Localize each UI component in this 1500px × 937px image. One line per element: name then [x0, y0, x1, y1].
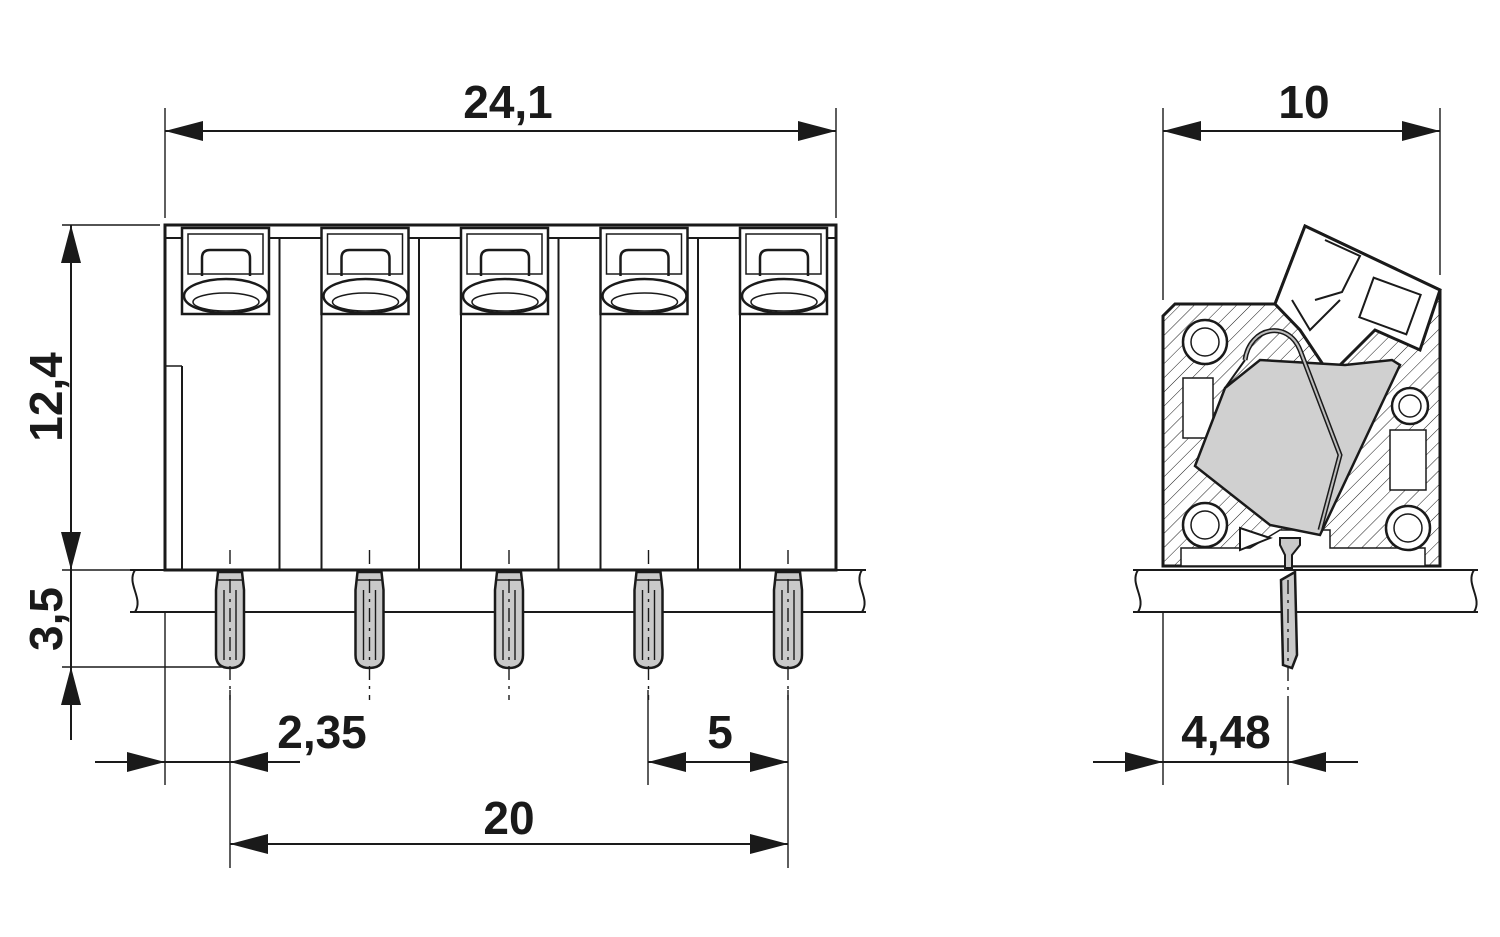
wire-entry-hole — [740, 277, 828, 315]
front-pole — [180, 226, 271, 316]
front-pin — [633, 550, 664, 700]
dimension-side-pin-offset: 4,48 — [1093, 706, 1358, 772]
front-view: 24,1 12,4 3,5 2,35 5 — [20, 76, 866, 868]
side-actuator — [1273, 223, 1442, 378]
side-view: 10 4,48 — [1093, 76, 1478, 785]
push-button-icon — [479, 248, 531, 276]
dimension-first-pin-offset: 2,35 — [95, 706, 367, 772]
wire-entry-hole — [601, 277, 688, 315]
front-pole — [278, 226, 410, 570]
dimension-pin-length: 3,5 — [20, 570, 81, 740]
push-button-icon — [340, 248, 391, 276]
front-pole — [418, 226, 550, 570]
side-contact — [1193, 328, 1402, 537]
wire-entry-hole — [182, 277, 270, 315]
pin-span-label: 20 — [483, 792, 534, 844]
dimension-pin-span: 20 — [230, 792, 788, 854]
front-pin — [214, 550, 246, 700]
front-pins — [214, 550, 804, 700]
front-width-label: 24,1 — [463, 76, 553, 128]
dimension-side-depth: 10 — [1163, 76, 1440, 141]
dimension-pitch: 5 — [648, 706, 788, 772]
front-pin — [772, 550, 804, 700]
side-pcb — [1133, 569, 1478, 613]
side-holes — [1181, 318, 1432, 552]
front-height-label: 12,4 — [20, 352, 72, 442]
side-pin-offset-label: 4,48 — [1181, 706, 1271, 758]
dimension-front-height: 12,4 — [20, 225, 81, 570]
front-pole — [557, 226, 689, 570]
first-pin-offset-label: 2,35 — [277, 706, 367, 758]
push-button-icon — [619, 248, 670, 276]
wire-entry-hole — [322, 277, 409, 315]
side-pin — [1279, 537, 1301, 700]
side-depth-label: 10 — [1278, 76, 1329, 128]
front-extension-lines — [62, 108, 837, 868]
pitch-label: 5 — [707, 706, 733, 758]
push-button-icon — [758, 248, 810, 276]
push-button-icon — [200, 248, 252, 276]
front-pin — [493, 550, 525, 700]
side-extension-lines — [1162, 108, 1441, 785]
front-pole — [697, 226, 829, 570]
pin-length-label: 3,5 — [20, 587, 72, 651]
wire-entry-hole — [461, 277, 549, 315]
front-poles — [180, 226, 829, 570]
dimension-front-width: 24,1 — [165, 76, 836, 141]
front-pin — [354, 550, 385, 700]
